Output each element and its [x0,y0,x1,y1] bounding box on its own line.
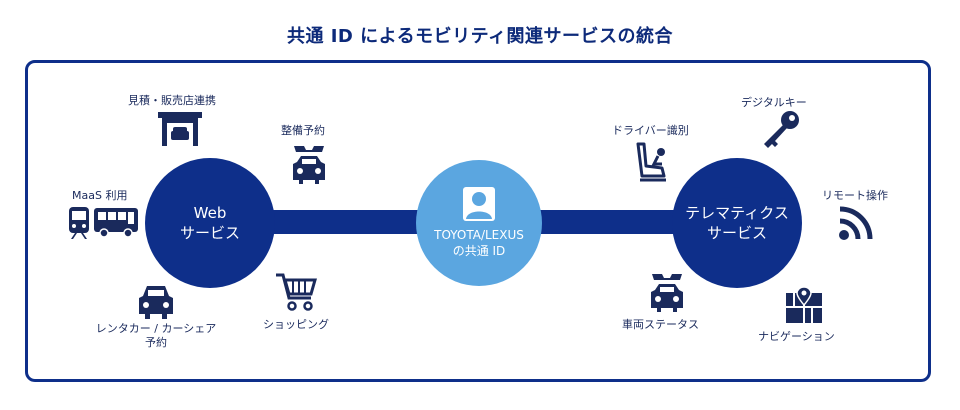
digital-key-label: デジタルキー [741,96,807,109]
bus-icon [94,208,138,238]
key-icon [760,108,802,150]
web-service-circle: Web サービス [145,158,275,288]
common-id-line2: の共通 ID [452,244,506,258]
car-repair-icon [290,142,328,186]
garage-icon [158,112,202,146]
shopping-label: ショッピング [263,318,329,331]
signal-icon [838,205,874,241]
driver-id-label: ドライバー識別 [612,124,689,137]
train-icon [67,207,91,239]
page-title: 共通 ID によるモビリティ関連サービスの統合 [286,26,674,47]
dealer-label: 見積・販売店連携 [128,94,216,107]
web-service-line1: Web [193,204,227,222]
web-service-line2: サービス [179,224,240,242]
map-icon [784,285,824,325]
diagram-frame [25,60,931,382]
telematics-service-circle: テレマティクス サービス [672,158,802,288]
common-id-line1: TOYOTA/LEXUS [434,228,524,242]
shopping-cart-icon [275,272,317,312]
telematics-line2: サービス [706,224,767,242]
telematics-line1: テレマティクス [685,204,789,222]
rental-label-line2: 予約 [145,336,167,349]
vehicle-status-icon [648,270,686,314]
vehicle-status-label: 車両ステータス [622,318,699,331]
rental-label-line1: レンタカー / カーシェア [95,322,217,335]
remote-label: リモート操作 [822,189,888,202]
rental-car-icon [137,284,175,320]
car-seat-icon [632,142,672,184]
user-icon [463,187,495,221]
rental-label: レンタカー / カーシェア 予約 [86,322,226,350]
maintenance-label: 整備予約 [281,124,325,137]
navigation-label: ナビゲーション [758,330,835,343]
common-id-circle: TOYOTA/LEXUS の共通 ID [416,160,542,286]
maas-label: MaaS 利用 [72,189,128,202]
